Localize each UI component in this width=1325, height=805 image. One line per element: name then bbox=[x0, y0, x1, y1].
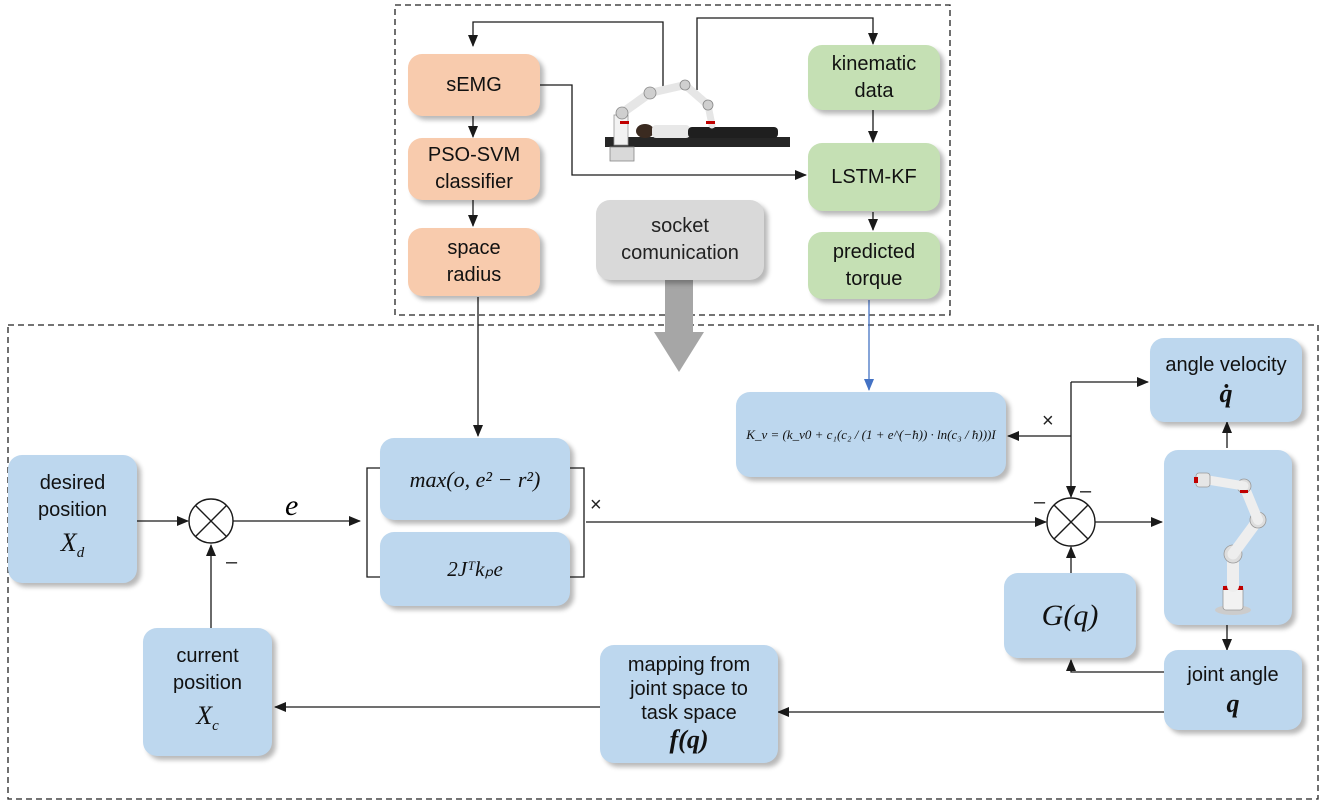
radius-label-line2: radius bbox=[446, 264, 502, 286]
mapping-box: mapping from joint space to task space f… bbox=[600, 645, 778, 763]
mapping-label-line1: mapping from bbox=[627, 654, 751, 676]
socket-communication-box: socket comunication bbox=[596, 200, 764, 280]
mapping-symbol: f(q) bbox=[669, 725, 709, 754]
joint-angle-symbol: q bbox=[1226, 688, 1240, 718]
kv-gain-box: K_v = (k_v0 + c₁(c₂ / (1 + e^(−ħ)) · ln(… bbox=[736, 392, 1006, 477]
joint-angle-box: joint angle q bbox=[1164, 650, 1302, 730]
barrier-formula: max(o, e² − r²) bbox=[409, 466, 541, 492]
minus-sign-reference: – bbox=[1034, 491, 1046, 513]
robot-arm-icon bbox=[1194, 472, 1267, 615]
current-position-box: current position Xc bbox=[143, 628, 272, 756]
classifier-label-line1: PSO-SVM bbox=[427, 144, 521, 166]
kinematic-label-line2: data bbox=[854, 79, 894, 102]
socket-label-line1: socket bbox=[651, 215, 709, 237]
lstm-label: LSTM-KF bbox=[831, 165, 917, 188]
joint-angle-label: joint angle bbox=[1187, 663, 1279, 686]
minus-sign-current: – bbox=[226, 551, 238, 573]
down-arrow-icon bbox=[654, 280, 704, 372]
gradient-box: 2Jᵀkₚe bbox=[380, 532, 570, 606]
multiply-icon: × bbox=[1042, 410, 1054, 432]
gravity-compensation-box: G(q) bbox=[1004, 573, 1136, 658]
velocity-symbol: q̇ bbox=[1219, 378, 1233, 408]
classifier-label-line2: classifier bbox=[435, 171, 513, 193]
kinematic-label-line1: kinematic bbox=[831, 52, 917, 75]
patient-with-robot-icon bbox=[605, 79, 790, 162]
pso-svm-classifier-box: PSO-SVM classifier bbox=[408, 138, 540, 200]
mapping-label-line3: task space bbox=[641, 702, 737, 724]
multiply-icon: × bbox=[590, 494, 602, 516]
gravity-formula: G(q) bbox=[1041, 598, 1099, 632]
predicted-torque-box: predicted torque bbox=[808, 232, 940, 299]
radius-label-line1: space bbox=[447, 237, 501, 259]
error-label: e bbox=[285, 489, 299, 522]
robot-arm-box bbox=[1164, 450, 1292, 625]
kinematic-data-box: kinematic data bbox=[808, 45, 940, 110]
socket-label-line2: comunication bbox=[621, 242, 739, 264]
space-radius-box: space radius bbox=[408, 228, 540, 296]
lstm-kf-box: LSTM-KF bbox=[808, 143, 940, 211]
desired-position-box: desired position Xd bbox=[8, 455, 137, 583]
desired-label-line2: position bbox=[38, 498, 107, 521]
gradient-formula: 2Jᵀkₚe bbox=[447, 556, 503, 581]
semg-label: sEMG bbox=[446, 73, 502, 96]
barrier-function-box: max(o, e² − r²) bbox=[380, 438, 570, 520]
minus-sign-velocity: – bbox=[1080, 480, 1092, 502]
torque-label-line1: predicted bbox=[832, 240, 916, 263]
semg-box: sEMG bbox=[408, 54, 540, 116]
desired-position-symbol: Xd bbox=[60, 527, 85, 562]
angle-velocity-box: angle velocity q̇ bbox=[1150, 338, 1302, 422]
current-position-symbol: Xc bbox=[196, 700, 219, 735]
torque-label-line2: torque bbox=[845, 267, 903, 290]
desired-label-line1: desired bbox=[39, 471, 106, 494]
current-label-line1: current bbox=[176, 644, 239, 667]
mapping-label-line2: joint space to bbox=[630, 678, 748, 700]
current-label-line2: position bbox=[173, 671, 242, 694]
velocity-label: angle velocity bbox=[1165, 353, 1287, 376]
kv-formula: K_v = (k_v0 + c₁(c₂ / (1 + e^(−ħ)) · ln(… bbox=[746, 427, 996, 442]
